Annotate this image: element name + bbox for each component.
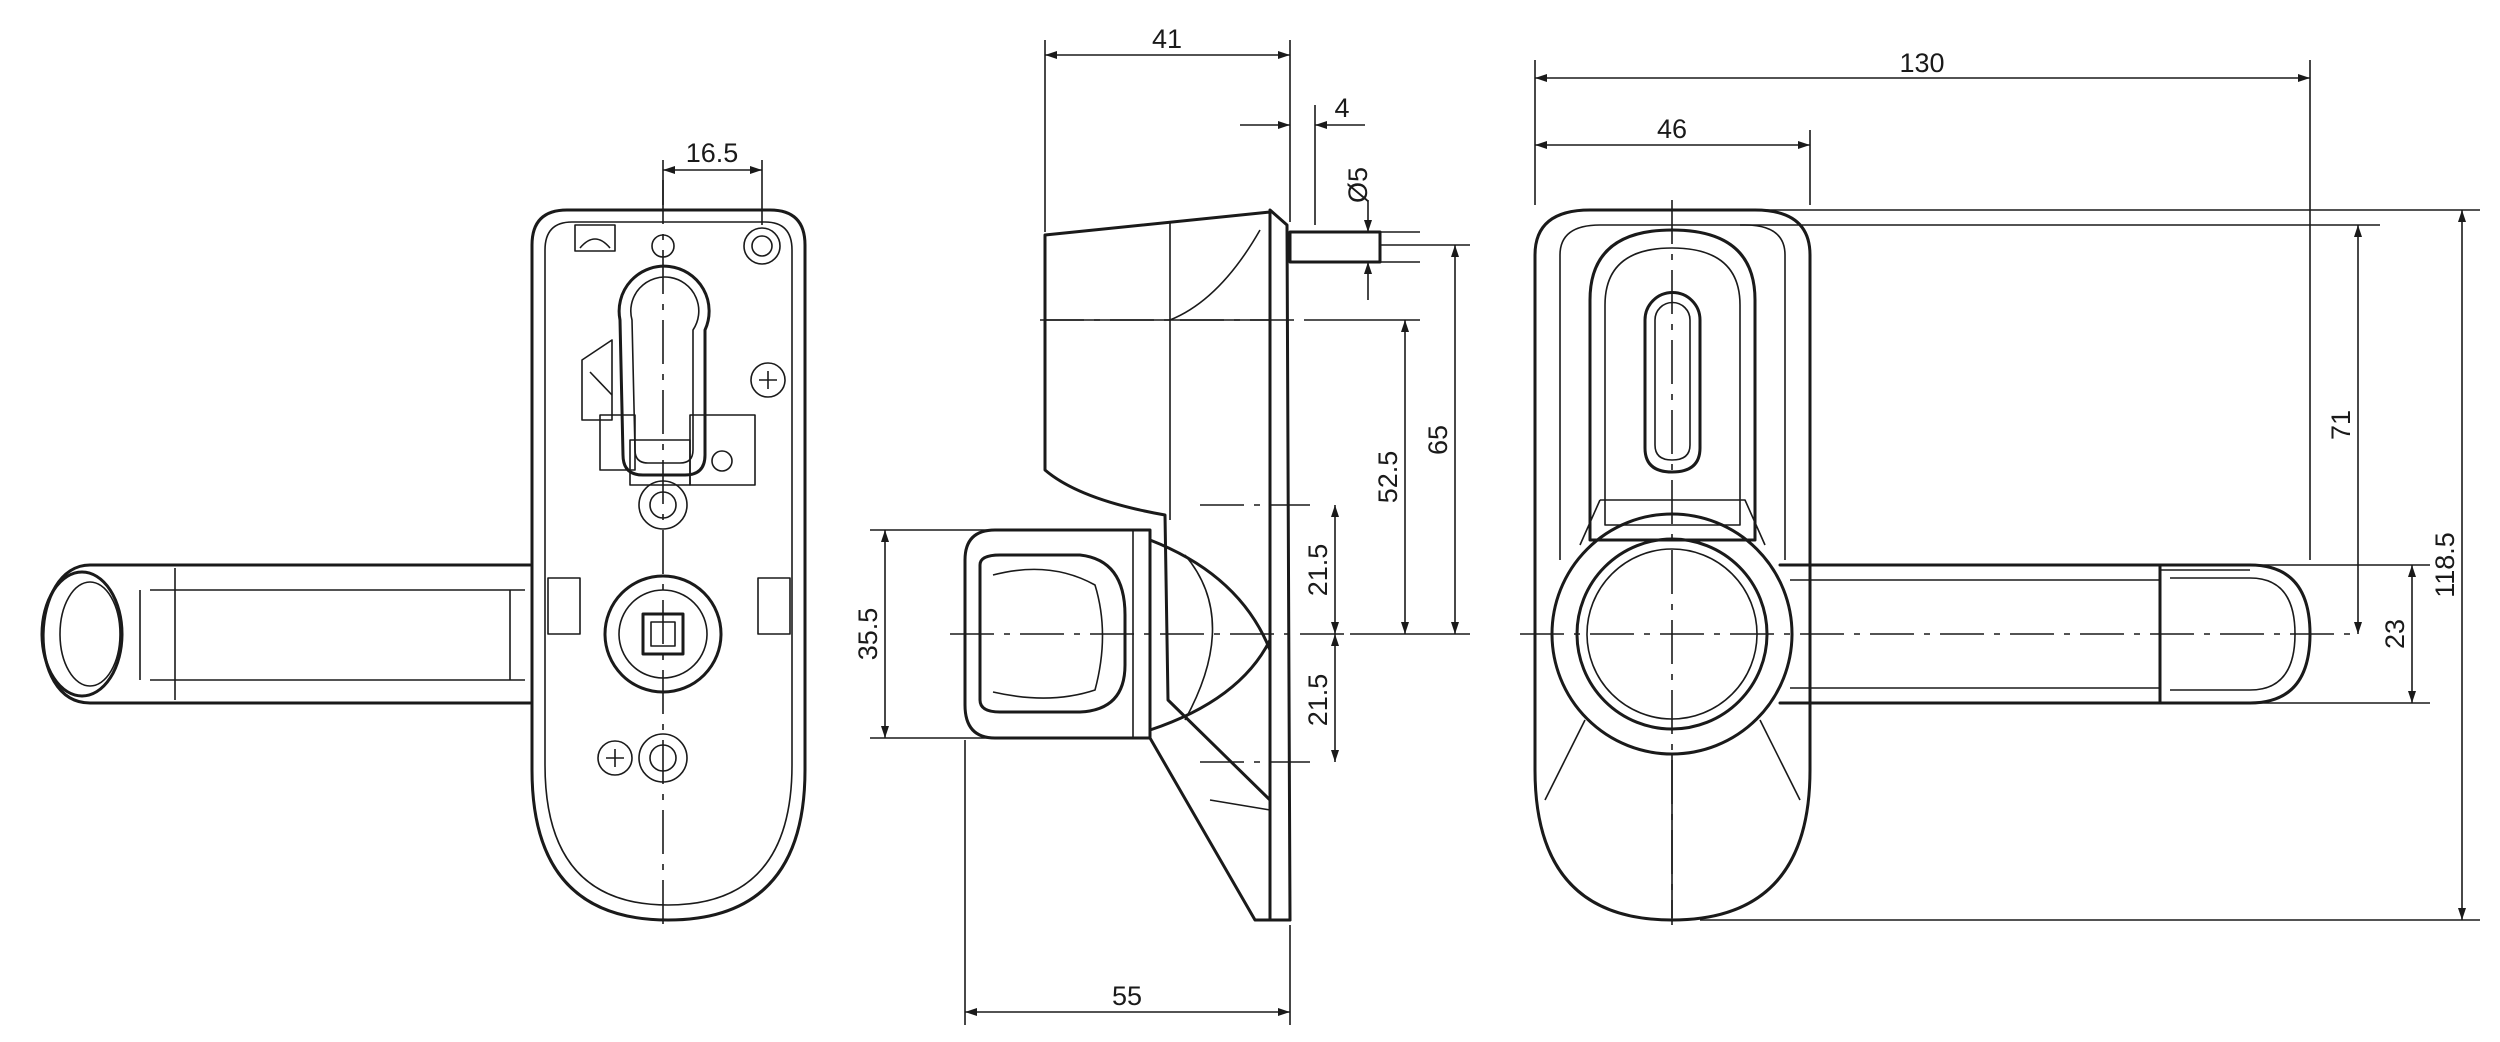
side-view: 41 4 Ø5 65 52.5 21.5 21.5 35.5	[853, 24, 1470, 1025]
dim-outer-cyl-to-spindle: 71	[2326, 410, 2356, 440]
dim-outer-total-height: 118.5	[2430, 532, 2460, 598]
front-view: 16.5	[40, 138, 807, 930]
dim-side-pin-diameter: Ø5	[1343, 167, 1373, 203]
dim-front-hole-offset: 16.5	[686, 138, 739, 168]
dim-side-cyl-to-spindle: 52.5	[1373, 451, 1403, 504]
outer-backplate	[1533, 208, 1812, 922]
dim-side-pin-offset: 4	[1334, 93, 1349, 123]
dim-side-pin-to-spindle: 65	[1423, 425, 1453, 455]
front-cylinder-hole	[617, 264, 711, 477]
front-backplate	[530, 208, 807, 922]
dim-side-depth-total: 55	[1112, 981, 1142, 1011]
dim-outer-lever-width: 23	[2380, 619, 2410, 649]
dim-side-lower-half: 21.5	[1303, 674, 1333, 727]
dim-outer-plate-width: 46	[1657, 114, 1687, 144]
dim-side-rose-diameter: 35.5	[853, 608, 883, 661]
side-cylinder-housing	[1043, 210, 1272, 802]
dim-side-upper-half: 21.5	[1303, 544, 1333, 597]
front-lever	[40, 563, 532, 705]
outer-keyhole	[1643, 291, 1702, 474]
dim-side-depth-top: 41	[1152, 24, 1182, 54]
side-pin	[1288, 230, 1382, 264]
dim-outer-total-length: 130	[1899, 48, 1944, 78]
outer-view: 130 46 71 23 118.5	[1520, 48, 2480, 925]
